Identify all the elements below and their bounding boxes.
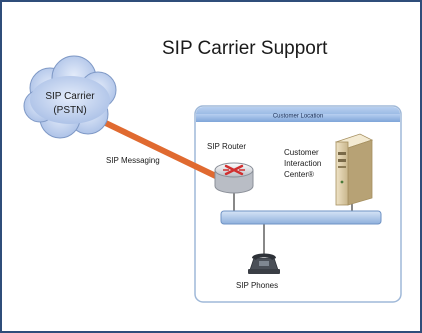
carrier-label-line1: SIP Carrier (45, 91, 95, 102)
server-tower-icon (334, 133, 374, 206)
server-label-line2: Interaction (284, 159, 321, 168)
router-label: SIP Router (207, 142, 246, 151)
sip-messaging-label: SIP Messaging (106, 156, 160, 165)
server-label-line3: Center® (284, 170, 314, 179)
slide-title: SIP Carrier Support (162, 38, 328, 59)
server-label-line1: Customer (284, 148, 319, 157)
router-icon (214, 162, 254, 194)
sip-messaging-link (84, 111, 227, 183)
desk-phone-icon (248, 253, 280, 274)
network-bus (220, 210, 382, 225)
carrier-label-line2: (PSTN) (53, 105, 86, 116)
sip-carrier-cloud: SIP Carrier (PSTN) (23, 55, 117, 139)
phones-label: SIP Phones (236, 281, 278, 290)
customer-location-header: Customer Location (273, 114, 323, 120)
customer-location-box: Customer Location (194, 105, 402, 303)
